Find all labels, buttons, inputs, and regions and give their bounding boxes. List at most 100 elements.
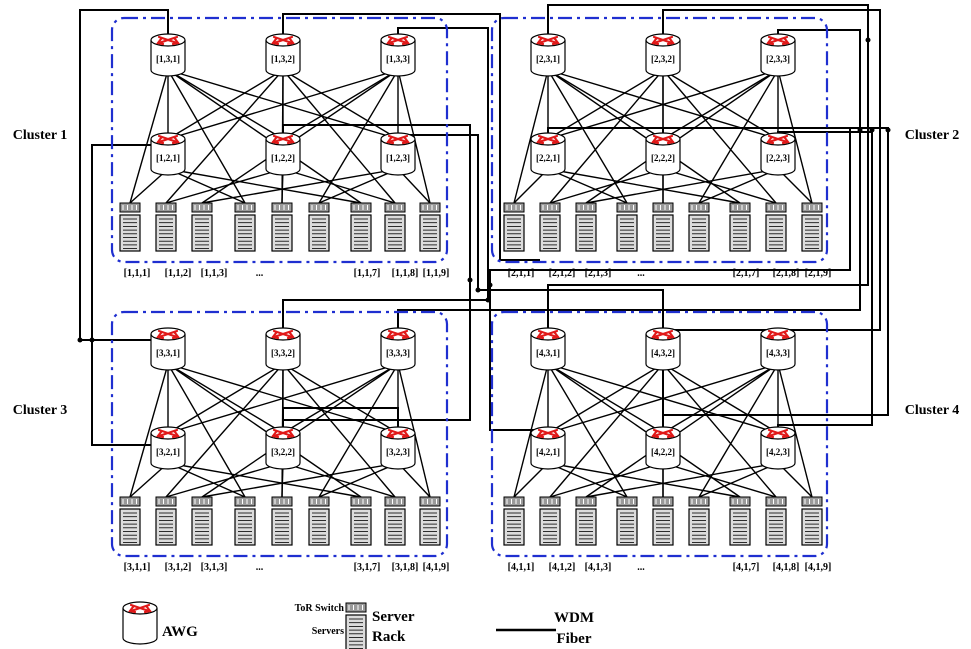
server-rack — [308, 202, 330, 252]
awg-arrows-icon — [766, 329, 790, 340]
server-rack — [801, 202, 823, 252]
fiber-junction — [885, 127, 891, 133]
legend-rack-label: Rack — [372, 629, 406, 645]
fiber-path — [662, 9, 881, 331]
awg-arrows-icon — [766, 35, 790, 46]
rack-label: [3,1,7] — [354, 562, 381, 573]
rack-label: [1,1,9] — [423, 268, 450, 279]
awg-label: [4,3,2] — [651, 348, 675, 358]
rack-label: [4,1,3] — [585, 562, 612, 573]
server-rack-icon — [384, 508, 406, 546]
fiber-path — [777, 131, 873, 435]
rack-label: [3,1,3] — [201, 562, 228, 573]
rack-label: [1,1,1] — [124, 268, 151, 279]
server-rack — [729, 202, 751, 252]
awg-arrows-icon — [386, 35, 410, 46]
server-rack-icon — [350, 214, 372, 252]
awg-top-1: [1,3,1] — [150, 33, 186, 77]
awg-arrows-icon — [766, 134, 790, 145]
tor-switch-icon — [350, 202, 372, 213]
awg-mid-3: [3,2,3] — [380, 426, 416, 470]
tor-switch-icon — [234, 496, 256, 507]
server-rack — [616, 496, 638, 546]
awg-arrows-icon — [651, 134, 675, 145]
awg-arrows-icon — [651, 35, 675, 46]
server-rack — [688, 496, 710, 546]
awg-label: [3,2,3] — [386, 447, 410, 457]
server-rack — [801, 496, 823, 546]
clusters: [1,3,1][1,3,2][1,3,3][1,2,1][1,2,2][1,2,… — [13, 16, 959, 573]
tor-switch-icon — [384, 202, 406, 213]
awg-body — [760, 334, 796, 371]
awg-label: [4,2,1] — [536, 447, 560, 457]
awg-top-1: [2,3,1] — [530, 33, 566, 77]
awg-mid-1: [1,2,1] — [150, 132, 186, 176]
awg-body — [150, 40, 186, 77]
server-rack-icon — [119, 214, 141, 252]
awg-arrows-icon — [766, 428, 790, 439]
awg-top-2: [2,3,2] — [645, 33, 681, 77]
tor-switch-icon — [503, 496, 525, 507]
tor-switch-icon — [191, 202, 213, 213]
server-rack-icon — [503, 508, 525, 546]
cluster-boundary — [110, 16, 449, 264]
server-rack — [616, 202, 638, 252]
tor-switch-icon — [308, 202, 330, 213]
awg-label: [4,2,3] — [766, 447, 790, 457]
awg-arrows-icon — [651, 428, 675, 439]
intra-cluster-fibers — [129, 363, 431, 498]
server-rack — [155, 202, 177, 252]
awg-label: [2,2,1] — [536, 153, 560, 163]
fiber-junction — [77, 337, 83, 343]
awg-body — [760, 433, 796, 470]
server-rack — [119, 496, 141, 546]
rack-label: [4,1,9] — [423, 562, 450, 573]
server-rack — [575, 496, 597, 546]
awg-top-3: [4,3,3] — [760, 327, 796, 371]
tor-switch-icon — [688, 496, 710, 507]
legend-awg-icon — [122, 601, 158, 645]
tor-switch-icon — [801, 496, 823, 507]
server-rack-icon — [765, 508, 787, 546]
tor-switch-icon — [575, 496, 597, 507]
tor-switch-icon — [503, 202, 525, 213]
server-rack-icon — [503, 214, 525, 252]
awg-mid-1: [4,2,1] — [530, 426, 566, 470]
awg-body — [380, 334, 416, 371]
awg-mid-3: [1,2,3] — [380, 132, 416, 176]
awg-arrows-icon — [156, 428, 180, 439]
awg-body — [380, 433, 416, 470]
tor-switch-icon — [801, 202, 823, 213]
server-rack — [419, 496, 441, 546]
awg-arrows-icon — [156, 329, 180, 340]
tor-switch-icon — [419, 202, 441, 213]
server-rack-icon — [271, 508, 293, 546]
server-rack — [191, 202, 213, 252]
awg-mid-1: [3,2,1] — [150, 426, 186, 470]
server-rack-icon — [419, 214, 441, 252]
awg-label: [3,2,1] — [156, 447, 180, 457]
server-rack-icon — [419, 508, 441, 546]
server-rack-icon — [729, 214, 751, 252]
fiber-junction — [869, 127, 875, 133]
server-rack-icon — [652, 508, 674, 546]
awg-label: [1,2,3] — [386, 153, 410, 163]
tor-switch-icon — [345, 602, 367, 613]
server-rack — [271, 202, 293, 252]
rack-label: [1,1,3] — [201, 268, 228, 279]
awg-label: [1,3,3] — [386, 54, 410, 64]
legend-server-label: Server — [372, 609, 415, 625]
legend-awg-label: AWG — [162, 624, 198, 640]
tor-switch-icon — [616, 496, 638, 507]
cluster-boundary — [490, 16, 829, 264]
awg-arrows-icon — [128, 603, 152, 614]
awg-label: [1,3,2] — [271, 54, 295, 64]
awg-label: [2,2,2] — [651, 153, 675, 163]
awg-mid-2: [2,2,2] — [645, 132, 681, 176]
fiber-path — [91, 144, 168, 446]
awg-label: [4,3,3] — [766, 348, 790, 358]
awg-mid-3: [4,2,3] — [760, 426, 796, 470]
awg-label: [4,3,1] — [536, 348, 560, 358]
